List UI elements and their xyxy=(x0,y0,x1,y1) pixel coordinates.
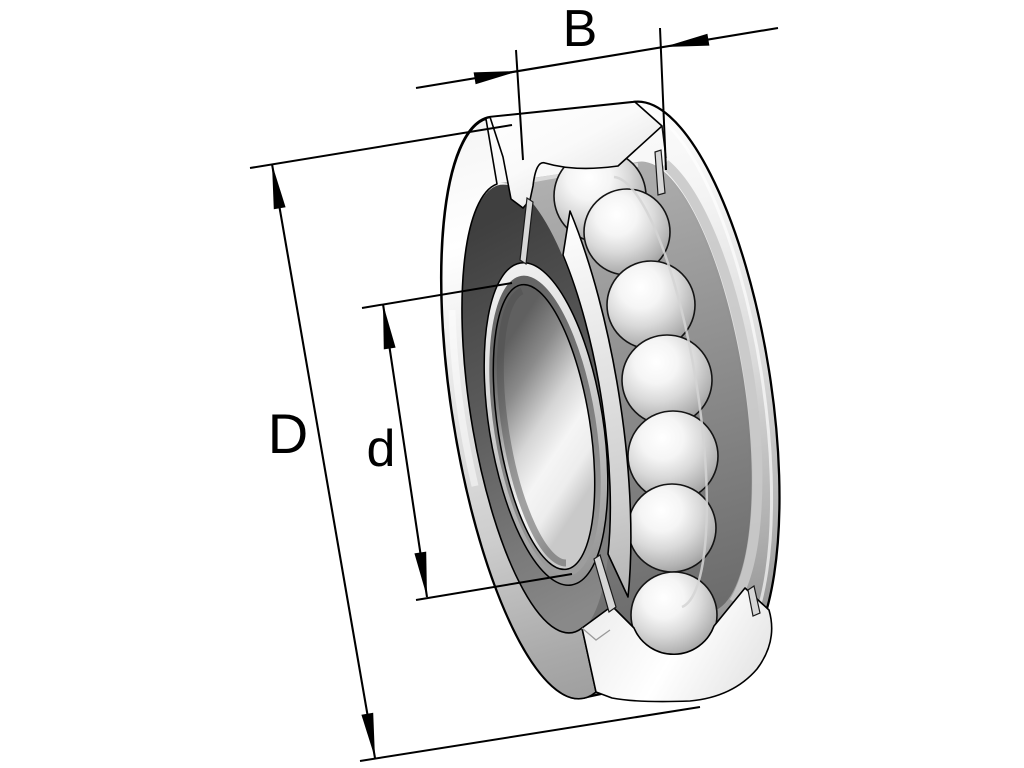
outer-diameter-arrowhead-bottom xyxy=(361,712,375,758)
top-cut-section xyxy=(489,101,663,209)
width-arrowhead-left xyxy=(473,71,519,85)
outer-diameter-extension-line-bottom xyxy=(359,706,701,762)
width-dimension-label: B xyxy=(563,0,598,58)
bore-diameter-arrowhead-bottom xyxy=(414,551,427,597)
cage-rail-highlight xyxy=(613,175,709,609)
bore-diameter-dimension: d xyxy=(361,282,573,601)
bore-diameter-dimension-label: d xyxy=(367,420,396,478)
cage-prongs xyxy=(519,149,761,617)
outer-diameter-arrowhead-top xyxy=(272,164,286,210)
width-dimension: B xyxy=(415,0,779,171)
bore-diameter-extension-line-top xyxy=(361,282,513,309)
cage-prong-bottom-right xyxy=(747,585,761,617)
front-face-specular xyxy=(448,309,479,487)
bearing-illustration xyxy=(439,100,781,703)
bore-diameter-arrowhead-top xyxy=(383,304,396,350)
outer-diameter-dimension: D xyxy=(249,124,701,762)
bore-wall-shadow xyxy=(496,287,567,567)
width-arrowhead-right xyxy=(664,33,710,47)
bottom-cut-step-line xyxy=(581,627,611,641)
outer-diameter-dimension-line xyxy=(270,163,377,759)
cage-prong-bottom-left xyxy=(593,554,617,613)
bottom-cut-section xyxy=(581,587,773,703)
outer-diameter-extension-line-top xyxy=(249,124,513,169)
outer-ring-front-face-right xyxy=(562,210,632,598)
bore-diameter-extension-line-bottom xyxy=(415,573,573,601)
cage-prong-top-right xyxy=(654,149,666,196)
width-extension-line-right xyxy=(659,27,667,171)
bore-diameter-dimension-line xyxy=(381,303,429,598)
race-shoulder-band xyxy=(661,160,763,605)
width-extension-line-left xyxy=(515,49,524,161)
bearing-ball xyxy=(606,260,696,350)
cage-prong-top-left xyxy=(519,196,534,266)
outer-diameter-dimension-label: D xyxy=(268,402,308,465)
